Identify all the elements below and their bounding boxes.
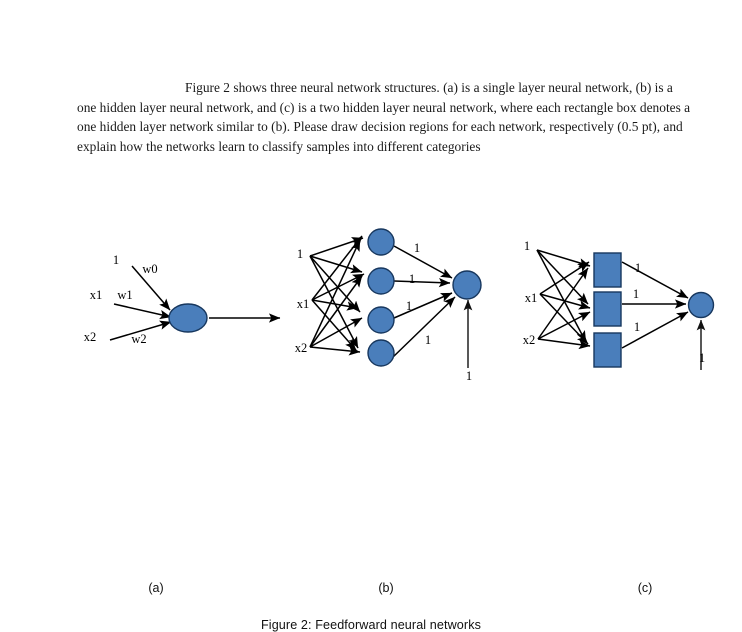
panel-b-hidden-node-3 (367, 306, 395, 334)
panel-b-hidden-node-2 (367, 267, 395, 295)
panel-c-edge-r1-out (621, 261, 689, 299)
panel-c-edge-x2-r2 (537, 311, 591, 340)
panel-a-label-w1: w1 (117, 288, 132, 302)
panel-c-bias-label: 1 (699, 351, 705, 365)
panel-a-neuron (168, 303, 208, 333)
panel-b-edge-label-1: 1 (414, 241, 420, 255)
panel-c-subnetwork-box-1 (593, 252, 622, 288)
panel-c-group: 1 x1 x2 1 1 1 1 (523, 239, 715, 370)
panel-b-hidden-node-4 (367, 339, 395, 367)
panel-b-edge-x2-h2 (309, 275, 363, 348)
panel-a-group: 1 w0 x1 w1 x2 w2 (84, 253, 281, 346)
panel-b-edge-x2-h1 (309, 239, 361, 348)
figure-2-graphic: 1 w0 x1 w1 x2 w2 (0, 200, 742, 632)
panel-b-edge-x1-h3 (311, 299, 359, 311)
paragraph-text: Figure 2 shows three neural network stru… (77, 80, 691, 154)
panel-a-label-bias: 1 (113, 253, 119, 267)
panel-c-edge-b-r2 (536, 249, 589, 305)
panel-a-edge-x1 (113, 303, 172, 320)
panel-a-label-x2: x2 (84, 330, 97, 344)
page-canvas: Figure 2 shows three neural network stru… (0, 78, 742, 632)
panel-a-label-x1: x1 (90, 288, 103, 302)
panel-b-label-bias-input: 1 (297, 247, 303, 261)
panel-b-hidden-node-1 (367, 228, 395, 256)
panel-c-label-x2: x2 (523, 333, 536, 347)
panel-b-edge-b-h4 (309, 255, 359, 349)
panel-b-edge-h4-out (391, 296, 456, 359)
panel-c-edge-x1-r3 (539, 293, 589, 345)
panel-b-edge-label-2: 1 (409, 272, 415, 286)
problem-statement-paragraph: Figure 2 shows three neural network stru… (77, 78, 692, 156)
panel-b-edge-x1-h4 (311, 299, 357, 351)
panel-c-edge-x1-r1 (539, 261, 590, 295)
neural-network-diagrams-svg: 1 w0 x1 w1 x2 w2 (84, 228, 715, 383)
panel-a-edge-bias (131, 265, 171, 311)
panel-c-subnetwork-box-2 (593, 291, 622, 327)
panel-label-c: (c) (637, 581, 653, 595)
panel-b-edge-label-4: 1 (425, 333, 431, 347)
panel-c-edge-b-r3 (536, 249, 587, 343)
panel-b-edge-b-h1 (309, 237, 364, 257)
panel-b-edge-h1-out (393, 245, 453, 279)
panel-c-edge-x2-r1 (537, 267, 589, 340)
panel-b-output-node (452, 270, 482, 300)
panel-b-group: 1 x1 x2 1 1 1 1 1 (295, 228, 482, 383)
panel-b-edge-h3-out (393, 292, 453, 319)
panel-b-bias-label: 1 (466, 369, 472, 383)
panel-b-edge-x2-h4 (309, 346, 361, 356)
panel-label-b: (b) (378, 581, 394, 595)
panel-c-edge-label-3: 1 (634, 320, 640, 334)
panel-b-edge-h2-out (393, 277, 451, 288)
panel-b-edge-b-h2 (309, 255, 363, 274)
panel-a-label-w0: w0 (142, 262, 157, 276)
panel-c-subnetwork-box-3 (593, 332, 622, 368)
panel-c-label-x1: x1 (525, 291, 538, 305)
panel-c-edge-label-2: 1 (633, 287, 639, 301)
panel-a-edge-x2 (109, 320, 172, 341)
panel-c-edge-x2-r3 (537, 338, 591, 350)
panel-c-label-bias-input: 1 (524, 239, 530, 253)
panel-a-label-w2: w2 (131, 332, 146, 346)
panel-b-label-x1: x1 (297, 297, 310, 311)
panel-c-edge-r3-out (621, 311, 689, 349)
panel-c-output-node (687, 291, 715, 319)
panel-b-label-x2: x2 (295, 341, 308, 355)
panel-b-edge-x2-h3 (309, 317, 363, 348)
figure-caption: Figure 2: Feedforward neural networks (261, 618, 481, 632)
panel-label-a: (a) (148, 581, 164, 595)
panel-b-edge-label-3: 1 (406, 299, 412, 313)
panel-c-edge-label-1: 1 (635, 261, 641, 275)
